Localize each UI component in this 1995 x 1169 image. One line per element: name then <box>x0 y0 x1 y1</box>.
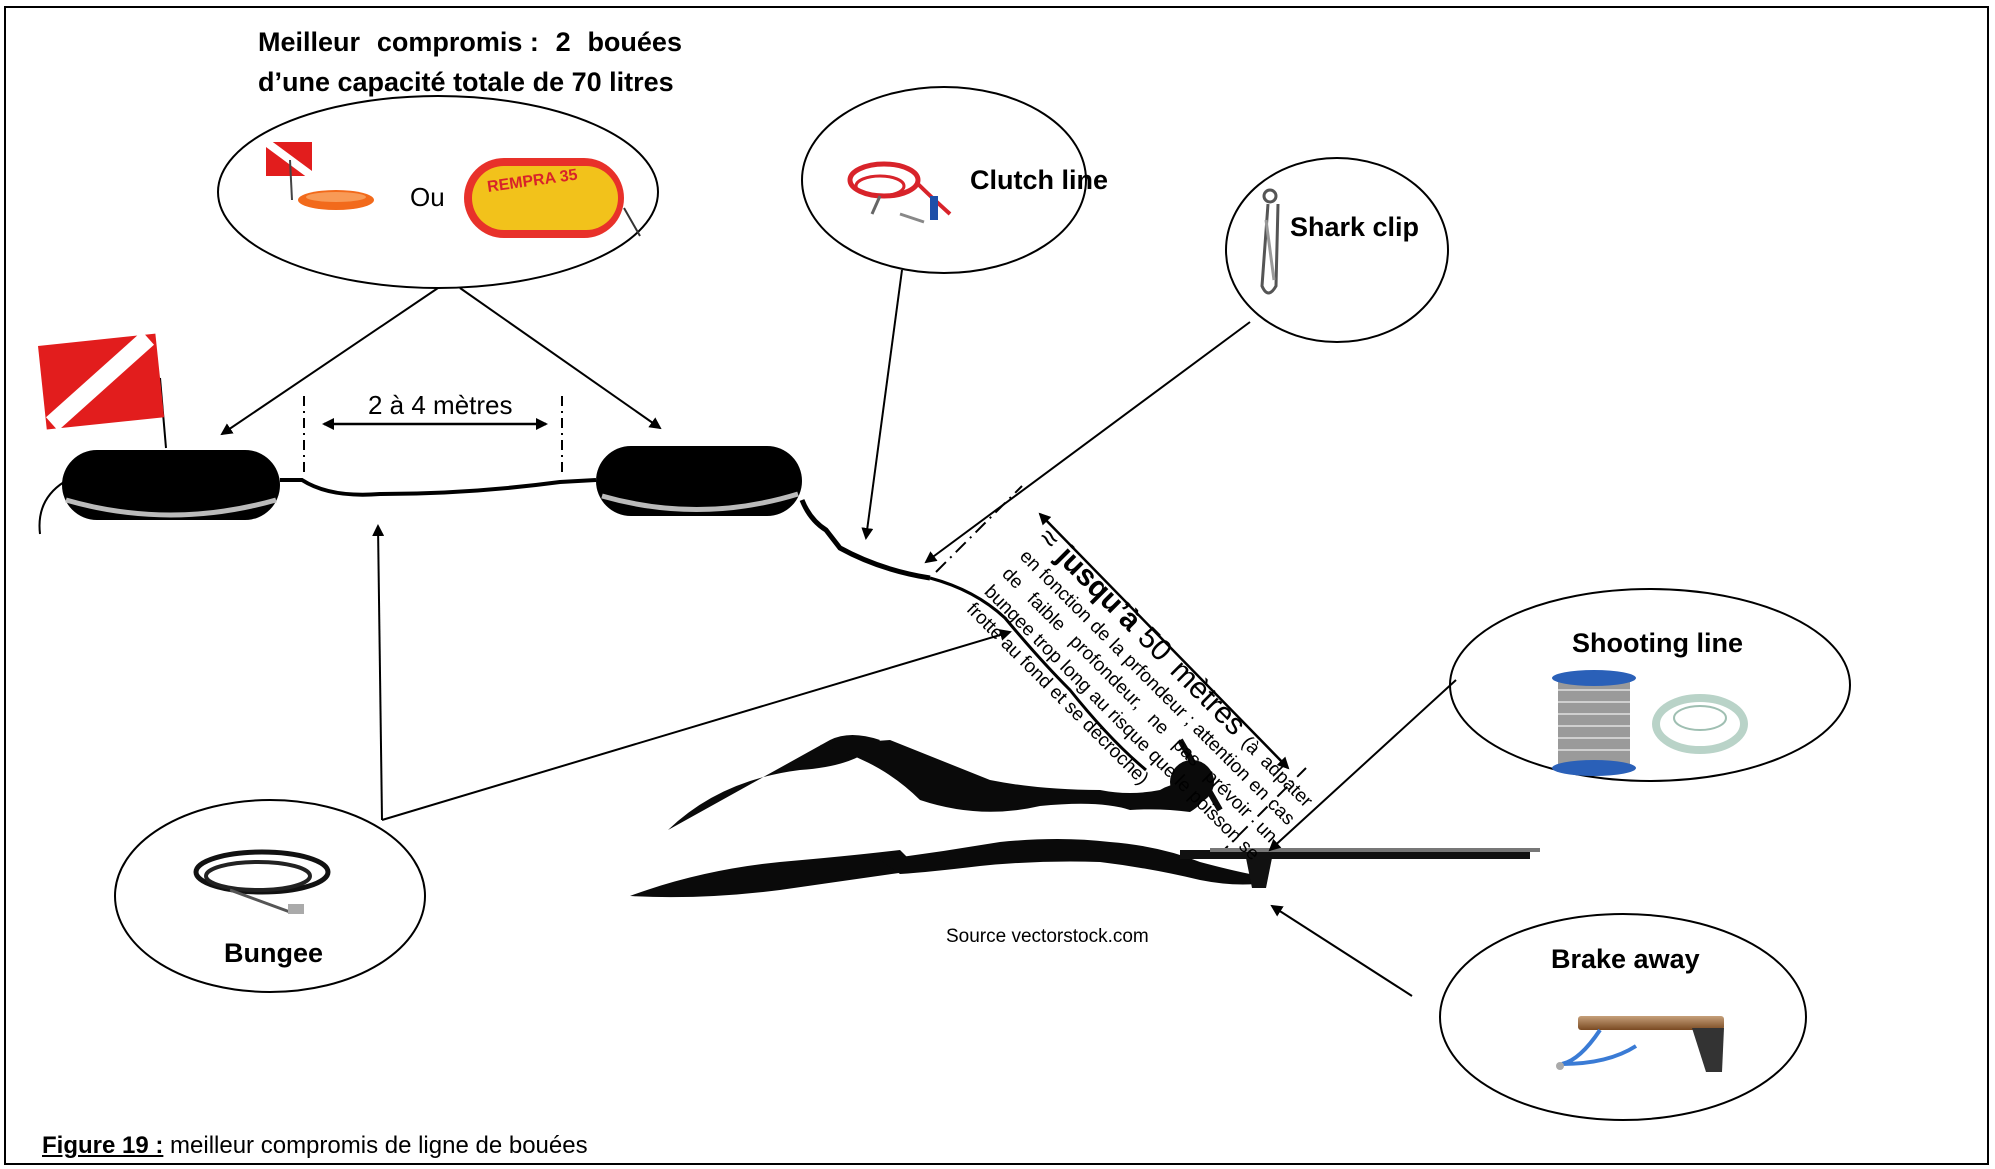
right-buoy <box>596 446 802 516</box>
headline-word: compromis : <box>376 27 539 57</box>
shark-clip-label: Shark clip <box>1290 212 1420 242</box>
buoy-choice-separator: Ou <box>410 182 445 212</box>
headline-line-1: Meilleur compromis : 2 bouées <box>258 22 682 62</box>
shark-clip-picture <box>1260 188 1280 295</box>
shooting-line-label: Shooting line <box>1572 628 1743 658</box>
pointer-bungee-buoys <box>372 524 385 821</box>
headline-word: Meilleur <box>258 27 361 57</box>
figure-frame <box>4 6 1989 1165</box>
speargun <box>1180 848 1540 888</box>
clutch-line-picture <box>847 161 952 224</box>
brake-away-label: Brake away <box>1551 944 1700 974</box>
caption-text: meilleur compromis de ligne de bouées <box>163 1132 588 1159</box>
buoy-line-down <box>799 499 931 581</box>
bungee-picture <box>193 849 331 914</box>
diver-silhouette <box>630 735 1256 898</box>
depth-tick-bottom <box>1217 767 1307 857</box>
bungee-label: Bungee <box>224 938 324 968</box>
pointer-bungee-line <box>381 629 1012 821</box>
brake-away-ellipse <box>1439 913 1807 1121</box>
headline: Meilleur compromis : 2 bouées d’une capa… <box>258 22 682 102</box>
pointer-clutch-line <box>861 269 903 540</box>
image-source: Source vectorstock.com <box>946 926 1149 947</box>
depth-tick-top <box>935 485 1023 573</box>
depth-arrow <box>1038 512 1290 770</box>
small-orange-buoy-picture <box>263 138 374 210</box>
shark-clip-ellipse <box>1225 157 1449 343</box>
pointer-brake-away <box>1270 904 1413 997</box>
buoy-connection-line <box>280 478 597 497</box>
buoy-spacing-label: 2 à 4 mètres <box>368 390 513 420</box>
headline-word: bouées <box>587 27 682 57</box>
pointer-buoys-left <box>220 287 439 436</box>
clutch-line-label: Clutch line <box>970 165 1109 195</box>
pointer-shooting-line <box>1268 679 1457 852</box>
figure-caption: Figure 19 : meilleur compromis de ligne … <box>42 1132 588 1160</box>
pointer-shark-clip <box>924 321 1251 564</box>
large-yellow-buoy-picture <box>464 158 641 238</box>
figure-reference: Figure 19 : <box>42 1132 164 1159</box>
shooting-line-ellipse <box>1449 588 1851 782</box>
bungee-ellipse <box>114 799 426 993</box>
shooting-line-spool-picture <box>1552 670 1636 776</box>
shooting-line-coil-picture <box>1652 694 1748 754</box>
left-buoy <box>38 331 280 535</box>
pointer-buoys-right <box>459 287 662 430</box>
clutch-line-ellipse <box>801 86 1087 274</box>
brake-away-picture <box>1556 1016 1724 1072</box>
headline-line-2: d’une capacité totale de 70 litres <box>258 67 674 97</box>
headline-word: 2 <box>555 27 571 57</box>
